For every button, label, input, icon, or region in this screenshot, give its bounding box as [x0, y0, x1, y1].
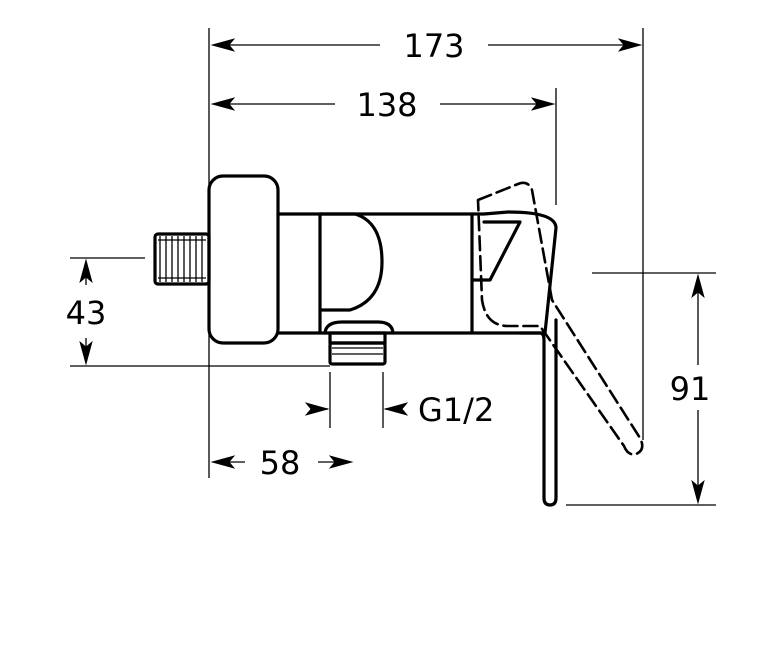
dimension-label-43: 43 [66, 294, 107, 332]
dimension-label-173: 173 [403, 27, 464, 65]
dimension-outlet-thread: G1/2 [304, 391, 494, 429]
dimension-overall-width: 173 [210, 27, 643, 65]
dimension-label-thread: G1/2 [418, 391, 494, 429]
lever-hub [470, 210, 558, 335]
dimension-body-width: 138 [210, 86, 556, 124]
faucet-outline [153, 174, 644, 507]
lever-alternate-position [476, 181, 644, 456]
outlet-nozzle [323, 320, 395, 366]
dimension-inlet-height: 43 [66, 258, 107, 366]
dimension-outlet-offset: 58 [210, 444, 354, 482]
dimension-label-58: 58 [260, 444, 301, 482]
wall-flange [207, 174, 280, 345]
dimension-lever-height: 91 [670, 273, 711, 505]
dimension-label-91: 91 [670, 370, 711, 408]
threaded-inlet-pipe [153, 232, 211, 286]
body-cap [318, 212, 384, 312]
dimension-label-138: 138 [356, 86, 417, 124]
lever-handle [518, 318, 558, 507]
